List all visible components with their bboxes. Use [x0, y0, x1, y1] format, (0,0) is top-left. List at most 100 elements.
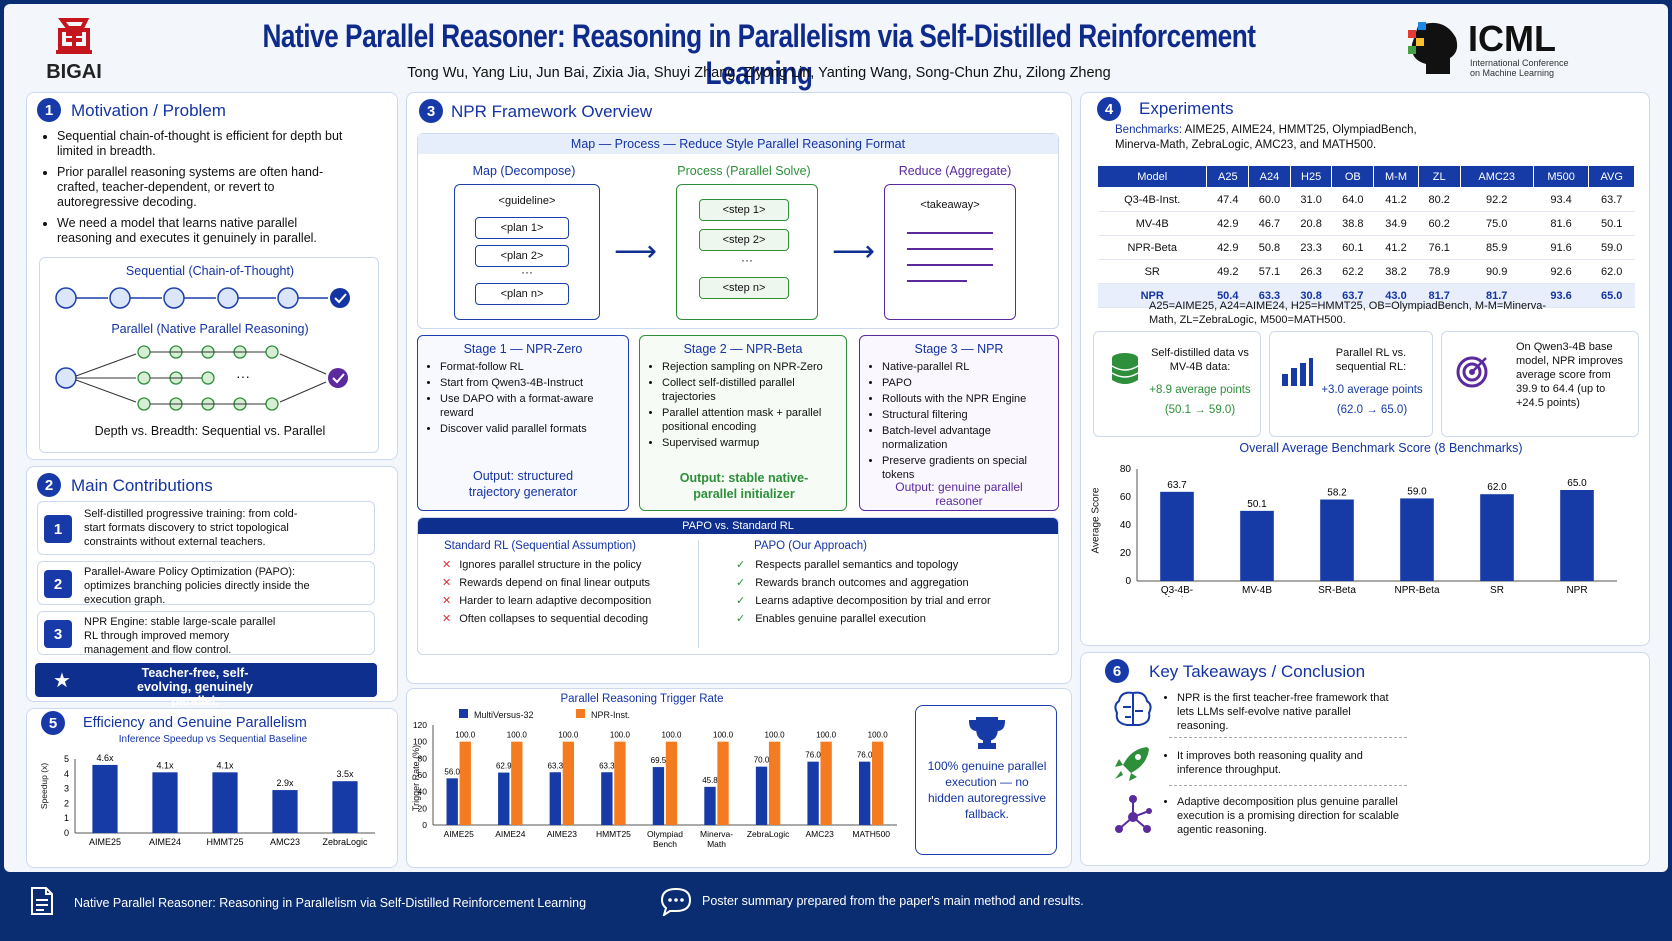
rocket-icon — [1115, 747, 1149, 781]
y-axis-label: Average Score — [1090, 487, 1102, 554]
step-tag: <step 2> — [699, 229, 789, 251]
step-tag: <step 1> — [699, 199, 789, 221]
y-tick-label: 120 — [413, 720, 427, 730]
trophy-icon — [968, 717, 1006, 749]
plan-tag: <plan n> — [475, 283, 569, 305]
authors: Tong Wu, Yang Liu, Jun Bai, Zixia Jia, S… — [407, 65, 1111, 81]
data-label: 62.0 — [1487, 482, 1507, 493]
contribution-item: 1 Self-distilled progressive training: f… — [37, 501, 375, 555]
table-cell: 41.2 — [1373, 187, 1419, 212]
check-icon: ✓ — [736, 559, 746, 571]
y-axis-label: Speedup (x) — [39, 762, 50, 810]
average-score-chart: 02040608063.7Q3-4B-Inst.50.1MV-4B58.2SR-… — [1120, 464, 1617, 597]
x-tick-label: AIME24 — [495, 829, 526, 839]
data-label: 4.1x — [216, 760, 234, 770]
experiments-panel: 4 Experiments Benchmarks: AIME25, AIME24… — [1080, 92, 1650, 646]
table-header: AMC23 — [1459, 165, 1534, 188]
x-tick-label: AMC23 — [805, 829, 834, 839]
process-box: <step 1> <step 2> ··· <step n> — [676, 184, 818, 320]
bar — [272, 790, 298, 833]
icml-sub2: on Machine Learning — [1470, 68, 1555, 78]
bar — [92, 764, 118, 833]
x-tick-label: ZebraLogic — [322, 837, 368, 847]
contribution-item: 3 NPR Engine: stable large-scale paralle… — [37, 611, 375, 656]
item-text: Parallel-Aware Policy Optimization (PAPO… — [84, 566, 310, 606]
bar — [820, 741, 832, 825]
stage-bullet: Native-parallel RL — [882, 360, 1052, 374]
table-header: M500 — [1532, 165, 1590, 188]
x-tick-label: Inst. — [1168, 595, 1187, 597]
data-label: 76.0 — [857, 751, 873, 760]
contribution-item: 2 Parallel-Aware Policy Optimization (PA… — [37, 561, 375, 606]
reasoning-graph — [55, 287, 350, 411]
highlight-text: Parallel RL vs. sequential RL: — [1335, 347, 1407, 373]
stage-bullet: Structural filtering — [882, 408, 1052, 422]
stage-list: Native-parallel RL PAPO Rollouts with th… — [866, 360, 1052, 484]
table-cell: 41.2 — [1373, 235, 1419, 260]
bar — [459, 741, 471, 825]
table-header: A25 — [1206, 165, 1250, 188]
table-cell: 90.9 — [1460, 259, 1534, 284]
table-cell: MV-4B — [1097, 211, 1207, 236]
stage-list: Format-follow RL Start from Qwen3-4B-Ins… — [424, 360, 614, 438]
y-tick-label: 40 — [1120, 520, 1132, 531]
icml-text: ICML — [1468, 18, 1556, 59]
x-tick-label: MV-4B — [1242, 585, 1272, 596]
y-tick-label: 3 — [64, 784, 69, 794]
table-cell: 80.2 — [1418, 187, 1461, 212]
papo-bar: PAPO vs. Standard RL — [418, 518, 1058, 534]
section-number: 4 — [1097, 97, 1121, 121]
table-cell: 85.9 — [1460, 235, 1534, 260]
icml-sub1: International Conference — [1470, 58, 1569, 68]
stage-bullet: Collect self-distilled parallel trajecto… — [662, 376, 834, 404]
poster: BIGAI Native Parallel Reasoner: Reasonin… — [4, 4, 1668, 872]
reduce-label: Reduce (Aggregate) — [898, 164, 1012, 178]
icml-head-icon — [1408, 22, 1458, 74]
standard-rl-title: Standard RL (Sequential Assumption) — [444, 540, 636, 552]
section-title: NPR Framework Overview — [451, 102, 653, 121]
database-icon — [1111, 353, 1139, 384]
table-header: ZL — [1417, 165, 1461, 188]
stage-title: Stage 1 — NPR-Zero — [463, 342, 583, 356]
x-icon: ✕ — [442, 595, 452, 607]
table-cell: 50.1 — [1588, 211, 1635, 236]
takeaway-list-3: Adaptive decomposition plus genuine para… — [1161, 795, 1401, 843]
highlight-gain: +3.0 average points — [1321, 384, 1423, 396]
section-number: 6 — [1105, 659, 1129, 683]
section-title: Efficiency and Genuine Parallelism — [83, 715, 307, 731]
x-tick-label: HMMT25 — [596, 829, 631, 839]
stage-bullet: Discover valid parallel formats — [440, 422, 614, 436]
y-tick-label: 20 — [1120, 548, 1132, 559]
item-number: 3 — [44, 620, 72, 648]
stage-bullet: Rollouts with the NPR Engine — [882, 392, 1052, 406]
step-ellipsis: ··· — [741, 253, 753, 267]
genuine-badge: 100% genuine parallel execution — no hid… — [915, 705, 1057, 855]
bar — [332, 781, 358, 833]
data-label: 100.0 — [661, 731, 682, 740]
data-label: 63.3 — [599, 761, 615, 770]
data-label: 62.9 — [496, 762, 512, 771]
table-cell: 43.0 — [1373, 283, 1419, 308]
bigai-logo-text: BIGAI — [46, 61, 102, 83]
section-title: Motivation / Problem — [71, 101, 226, 120]
item-text: Self-distilled progressive training: fro… — [84, 508, 298, 548]
efficiency-panel: 5 Efficiency and Genuine Parallelism Inf… — [26, 708, 398, 868]
poster-title: Native Parallel Reasoner: Reasoning in P… — [262, 18, 1256, 91]
table-cell: 59.0 — [1588, 235, 1635, 260]
reduce-box: <takeaway> — [884, 184, 1016, 320]
legend-swatch — [459, 709, 468, 718]
check-icon: ✓ — [736, 595, 746, 607]
table-header: M-M — [1373, 165, 1419, 188]
divider — [1169, 737, 1407, 738]
x-tick-label: AIME23 — [547, 829, 578, 839]
diagram-caption: Depth vs. Breadth: Sequential vs. Parall… — [94, 424, 326, 438]
bar — [1240, 510, 1274, 581]
map-box: <guideline> <plan 1> <plan 2> ··· <plan … — [454, 184, 600, 320]
bar — [755, 766, 768, 825]
bar — [498, 772, 510, 825]
x-tick-label: HMMT25 — [206, 837, 243, 847]
table-cell: 60.1 — [1331, 235, 1374, 260]
footer-right-text: Poster summary prepared from the paper's… — [702, 894, 1084, 908]
con-item: ✕Ignores parallel structure in the polic… — [442, 559, 642, 571]
